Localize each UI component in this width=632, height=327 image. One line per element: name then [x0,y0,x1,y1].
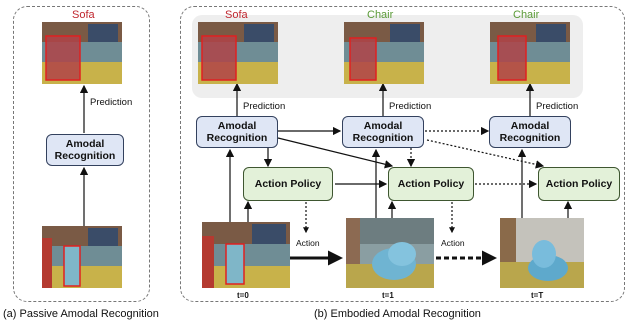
image-b-bottom-1 [346,218,434,288]
action-label-1: Action [441,238,465,248]
scene-image-a-bottom [42,226,122,288]
scene-image-b-bottom-0 [202,222,290,288]
panel-a [13,6,150,302]
prediction-label-b-0: Prediction [243,101,286,112]
prediction-label-a: Prediction [90,97,133,108]
scene-image-b-top-0 [198,22,278,84]
scene-image-a-top [42,22,122,84]
object-label-b-1: Chair [367,9,394,21]
scene-image-b-top-2 [490,22,570,84]
image-a-top [42,22,122,84]
timestep-1: t=1 [382,291,394,300]
image-b-top-0 [198,22,278,84]
action-label-0: Action [296,238,320,248]
object-label-a: Sofa [72,9,95,21]
image-b-bottom-0 [202,222,290,288]
amodal-box-b-0: Amodal Recognition [196,116,278,148]
policy-box-b-0: Action Policy [243,167,333,201]
prediction-label-b-2: Prediction [536,101,579,112]
panel-b [180,6,625,302]
policy-box-b-2: Action Policy [538,167,620,201]
scene-image-b-bottom-T [500,218,584,288]
image-a-bottom [42,226,122,288]
timestep-T: t=T [531,291,544,300]
policy-box-b-1: Action Policy [388,167,474,201]
image-b-top-1 [344,22,424,84]
scene-image-b-bottom-1 [346,218,434,288]
caption-b: (b) Embodied Amodal Recognition [314,308,481,320]
timestep-0: t=0 [237,291,249,300]
caption-a: (a) Passive Amodal Recognition [3,308,159,320]
amodal-box-a: Amodal Recognition [46,134,124,166]
scene-image-b-top-1 [344,22,424,84]
amodal-box-b-2: Amodal Recognition [489,116,571,148]
object-label-b-0: Sofa [225,9,248,21]
amodal-box-b-1: Amodal Recognition [342,116,424,148]
object-label-b-2: Chair [513,9,540,21]
arrow-amodal0-policy1 [277,137,394,169]
image-b-top-2 [490,22,570,84]
image-b-bottom-T [500,218,584,288]
prediction-label-b-1: Prediction [389,101,432,112]
